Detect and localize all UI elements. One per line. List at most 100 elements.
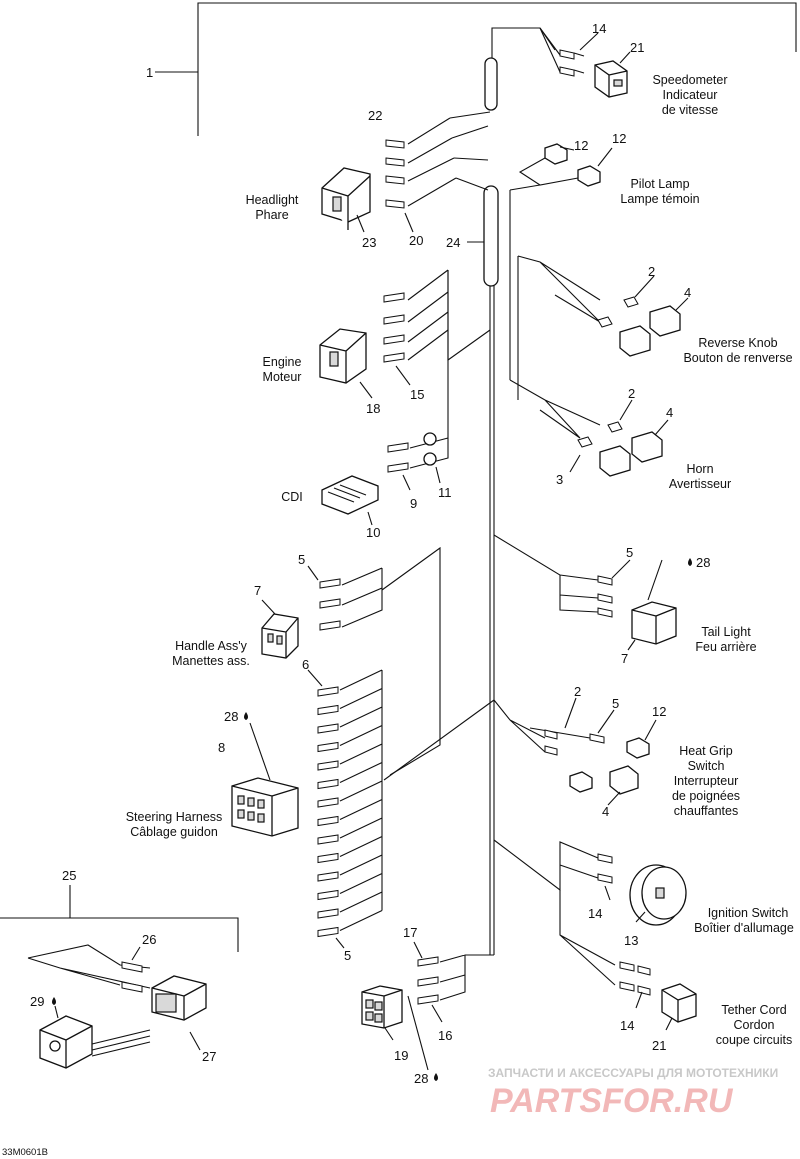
label-horn-2: Avertisseur xyxy=(669,477,731,491)
callout-4: 4 xyxy=(684,285,691,300)
callout-17: 17 xyxy=(403,925,417,940)
steering-harness-terminal xyxy=(317,889,339,901)
heat-grip-assembly xyxy=(493,697,657,806)
label-heat-grip-3: Interrupteur xyxy=(674,774,739,788)
callout-2: 2 xyxy=(628,386,635,401)
callout-13: 13 xyxy=(624,933,638,948)
steering-harness-terminal xyxy=(317,686,339,697)
pilot-lamp-assembly xyxy=(509,143,613,191)
label-handle-assy-1: Handle Ass'y xyxy=(175,639,248,653)
label-ignition-switch-2: Boîtier d'allumage xyxy=(694,921,794,935)
drop-icon xyxy=(52,997,56,1005)
callout-4: 4 xyxy=(602,804,609,819)
steering-harness-terminal xyxy=(317,760,339,771)
callout-5: 5 xyxy=(344,948,351,963)
accessory-kit-assembly xyxy=(0,885,239,1069)
callout-5: 5 xyxy=(612,696,619,711)
label-pilot-lamp-1: Pilot Lamp xyxy=(630,177,689,191)
steering-harness-terminal xyxy=(317,778,339,790)
label-pilot-lamp-2: Lampe témoin xyxy=(620,192,699,206)
label-tail-light-1: Tail Light xyxy=(701,625,751,639)
callout-26: 26 xyxy=(142,932,156,947)
steering-harness-terminal xyxy=(317,797,339,808)
label-speedometer-3: de vitesse xyxy=(662,103,718,117)
callout-12: 12 xyxy=(574,138,588,153)
label-headlight-1: Headlight xyxy=(246,193,299,207)
callout-4: 4 xyxy=(666,405,673,420)
handle-assy-assembly xyxy=(261,546,441,776)
label-steering-harness-1: Steering Harness xyxy=(126,810,223,824)
label-headlight-2: Phare xyxy=(255,208,288,222)
main-harness-bracket xyxy=(155,2,797,136)
callout-23: 23 xyxy=(362,235,376,250)
callout-7: 7 xyxy=(254,583,261,598)
steering-harness-terminal xyxy=(317,815,339,827)
callout-numbers: 1 14 21 12 12 22 23 20 24 2 4 18 15 2 4 … xyxy=(30,21,710,1086)
callout-9: 9 xyxy=(410,496,417,511)
label-tether-cord-1: Tether Cord xyxy=(721,1003,786,1017)
callout-5: 5 xyxy=(298,552,305,567)
callout-28: 28 xyxy=(696,555,710,570)
label-heat-grip-4: de poignées xyxy=(672,789,740,803)
watermark-tagline: ЗАПЧАСТИ И АКСЕССУАРЫ ДЛЯ МОТОТЕХНИКИ xyxy=(488,1066,778,1080)
callout-21: 21 xyxy=(652,1038,666,1053)
label-ignition-switch-1: Ignition Switch xyxy=(708,906,789,920)
drop-icon xyxy=(434,1073,438,1081)
label-reverse-knob-1: Reverse Knob xyxy=(698,336,777,350)
watermark: ЗАПЧАСТИ И АКСЕССУАРЫ ДЛЯ МОТОТЕХНИКИ PA… xyxy=(488,1066,778,1120)
label-horn-1: Horn xyxy=(686,462,713,476)
label-reverse-knob-2: Bouton de renverse xyxy=(683,351,792,365)
callout-27: 27 xyxy=(202,1049,216,1064)
drop-icon xyxy=(688,558,692,566)
callout-8: 8 xyxy=(218,740,225,755)
engine-assembly xyxy=(319,269,491,399)
steering-harness-terminal xyxy=(317,834,339,845)
figure-code: 33M0601B xyxy=(2,1147,48,1158)
callout-18: 18 xyxy=(366,401,380,416)
steering-harness-assembly xyxy=(231,669,495,949)
callout-12: 12 xyxy=(612,131,626,146)
callout-5: 5 xyxy=(626,545,633,560)
label-cdi: CDI xyxy=(281,490,303,504)
callout-21: 21 xyxy=(630,40,644,55)
label-speedometer-1: Speedometer xyxy=(652,73,727,87)
component-labels: Speedometer Indicateur de vitesse Pilot … xyxy=(126,73,794,1047)
label-tether-cord-2: Cordon xyxy=(734,1018,775,1032)
drop-icon xyxy=(244,712,248,720)
callout-7: 7 xyxy=(621,651,628,666)
steering-harness-terminal xyxy=(317,852,339,864)
label-tail-light-2: Feu arrière xyxy=(695,640,756,654)
label-heat-grip-1: Heat Grip xyxy=(679,744,733,758)
callout-14: 14 xyxy=(592,21,606,36)
label-speedometer-2: Indicateur xyxy=(663,88,718,102)
label-tether-cord-3: coupe circuits xyxy=(716,1033,792,1047)
watermark-brand: PARTSFOR.RU xyxy=(490,1082,734,1120)
label-engine-1: Engine xyxy=(263,355,302,369)
steering-harness-terminal xyxy=(317,908,339,919)
cdi-assembly xyxy=(321,270,449,526)
callout-11: 11 xyxy=(438,485,452,500)
main-trunk xyxy=(467,27,556,955)
steering-harness-terminal xyxy=(317,871,339,882)
callout-10: 10 xyxy=(366,525,380,540)
bottom-connector-assembly xyxy=(361,941,494,1071)
label-steering-harness-2: Câblage guidon xyxy=(130,825,218,839)
callout-6: 6 xyxy=(302,657,309,672)
callout-14: 14 xyxy=(620,1018,634,1033)
callout-15: 15 xyxy=(410,387,424,402)
callout-3: 3 xyxy=(556,472,563,487)
label-engine-2: Moteur xyxy=(263,370,302,384)
horn-assembly xyxy=(509,379,669,477)
label-heat-grip-5: chauffantes xyxy=(674,804,738,818)
steering-harness-terminal xyxy=(317,926,339,938)
tether-cord-assembly xyxy=(559,890,697,1031)
callout-28: 28 xyxy=(224,709,238,724)
steering-harness-terminal xyxy=(317,723,339,734)
label-handle-assy-2: Manettes ass. xyxy=(172,654,250,668)
tail-light-assembly xyxy=(493,534,677,651)
callout-29: 29 xyxy=(30,994,44,1009)
callout-14: 14 xyxy=(588,906,602,921)
callout-2: 2 xyxy=(574,684,581,699)
headlight-assembly xyxy=(321,111,491,233)
